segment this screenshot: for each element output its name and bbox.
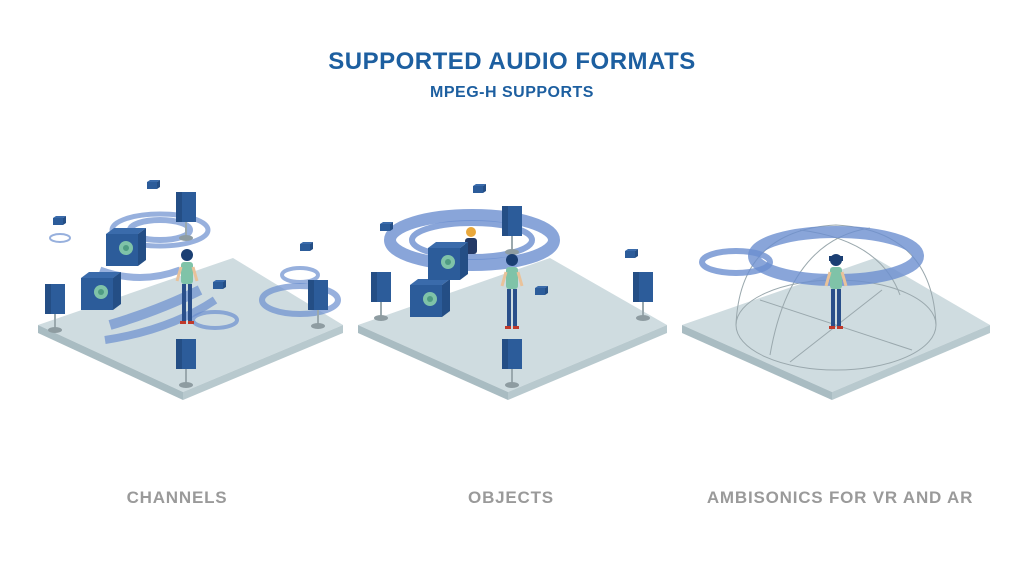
objects-panel xyxy=(358,184,667,400)
objects-sound-ring xyxy=(384,209,560,271)
objects-presenter xyxy=(465,227,477,254)
caption-ambisonics: AMBISONICS FOR VR AND AR xyxy=(706,488,974,507)
channels-speaker-big-1 xyxy=(106,228,146,266)
vr-headset-icon xyxy=(829,256,843,261)
page-title: SUPPORTED AUDIO FORMATS xyxy=(328,48,696,75)
channels-panel xyxy=(38,180,343,400)
ambisonics-panel xyxy=(682,224,990,400)
caption-objects: OBJECTS xyxy=(468,488,554,507)
ambisonics-sound-ring xyxy=(699,226,924,286)
channels-speaker-big-2 xyxy=(81,272,121,310)
objects-floor xyxy=(358,258,667,392)
channels-speaker-back xyxy=(175,191,197,242)
caption-channels: CHANNELS xyxy=(126,488,228,507)
page-subtitle: MPEG-H SUPPORTS xyxy=(430,84,594,101)
